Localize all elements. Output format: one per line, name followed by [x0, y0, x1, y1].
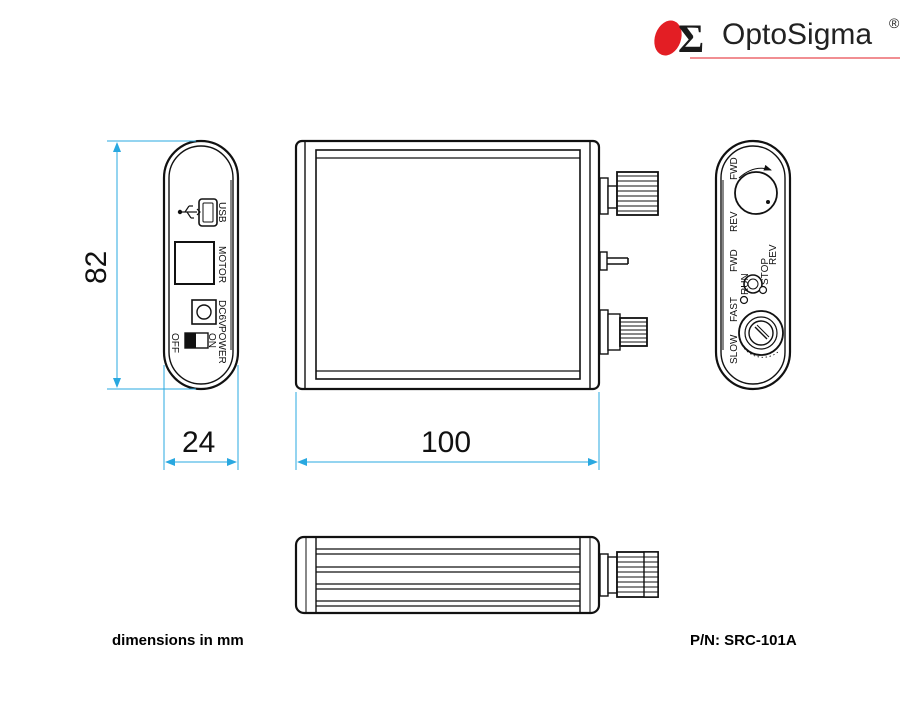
depth-dimension-label: 24 [182, 426, 215, 459]
side-view-knob [599, 551, 659, 598]
power-label: POWER [216, 326, 227, 364]
units-note: dimensions in mm [112, 632, 244, 649]
part-number: P/N: SRC-101A [690, 632, 797, 649]
top-view [294, 139, 659, 391]
dimension-width [295, 392, 600, 470]
side-view-flange [294, 535, 601, 615]
speed-knob-inner [744, 316, 778, 350]
run-stop-switch-inner [747, 278, 759, 290]
speed-knob-pointer-2 [756, 324, 770, 338]
speed-knob-side [599, 309, 648, 355]
dc-jack [191, 299, 217, 325]
usb-label: USB [216, 202, 227, 223]
direction-knob-indicator [766, 200, 770, 204]
run-led-icon [739, 295, 749, 305]
top-view-flange-inner [304, 140, 591, 390]
logo-registered-mark: ® [889, 15, 900, 31]
run-label: RUN [740, 273, 751, 295]
fast-label: FAST [729, 297, 740, 322]
slow-label: SLOW [729, 334, 740, 364]
dimension-height [107, 140, 196, 390]
motor-label: MOTOR [216, 246, 227, 283]
top-view-body [315, 149, 581, 380]
logo-sigma-icon: Σ [678, 16, 704, 61]
speed-scale-arc [741, 344, 779, 358]
right-housing-inner [720, 145, 786, 385]
rev-label: REV [768, 244, 779, 265]
left-housing-inner [168, 145, 234, 385]
logo-wordmark: OptoSigma [722, 18, 872, 51]
run-stop-lever-side [599, 251, 629, 271]
on-label: ON [206, 333, 217, 348]
stop-label: STOP [760, 258, 771, 285]
side-view [294, 535, 659, 615]
usb-port [198, 198, 218, 227]
dimension-depth [163, 365, 239, 470]
optosigma-logo: Σ OptoSigma ® [654, 15, 900, 61]
direction-arrow-icon [738, 164, 772, 179]
run-stop-switch [743, 274, 763, 294]
direction-knob [734, 171, 778, 215]
stop-led-icon [758, 285, 768, 295]
rev-top-label: REV [729, 211, 740, 232]
height-dimension-label: 82 [80, 251, 113, 284]
speed-knob-pointer [754, 326, 768, 340]
logo-red-swoosh [654, 20, 682, 56]
width-dimension-label: 100 [421, 426, 471, 459]
usb-icon [177, 205, 201, 219]
off-label: OFF [169, 333, 180, 353]
dc-label: DC6V [216, 300, 227, 327]
fwd-top-label: FWD [729, 157, 740, 180]
left-end-view: USB MOTOR DC6V POWER ON OFF [162, 139, 240, 391]
side-view-ribs [316, 548, 580, 607]
power-switch [184, 332, 209, 349]
speed-direction-knob-side [599, 171, 659, 216]
motor-connector [174, 241, 215, 285]
fwd-label: FWD [729, 249, 740, 272]
right-end-view: FWD REV FWD RUN STOP REV FAST SLOW [714, 139, 792, 391]
